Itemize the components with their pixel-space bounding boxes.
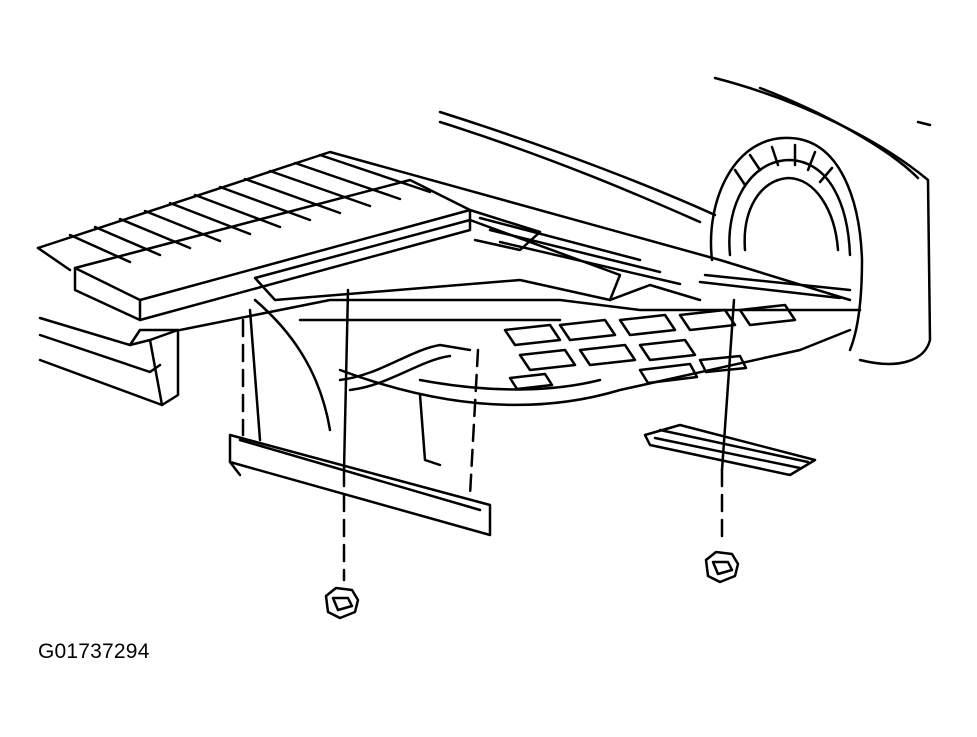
retaining-nut-right [704,550,740,584]
retaining-nut-left [324,586,360,620]
rear-wheelhouse [698,136,864,352]
front-rail-panel [38,316,180,407]
floor-crossmember [73,178,702,392]
fastener-leader-lines [241,318,724,582]
fastener-leader-lines-solid [342,288,736,472]
pickup-box-floor [36,150,862,407]
crossmember-support-bracket-right [643,423,817,477]
crossmember-support-bracket-left [228,298,492,537]
box-side-outer-panel [438,76,932,366]
figure-id-label: G01737294 [38,640,150,663]
